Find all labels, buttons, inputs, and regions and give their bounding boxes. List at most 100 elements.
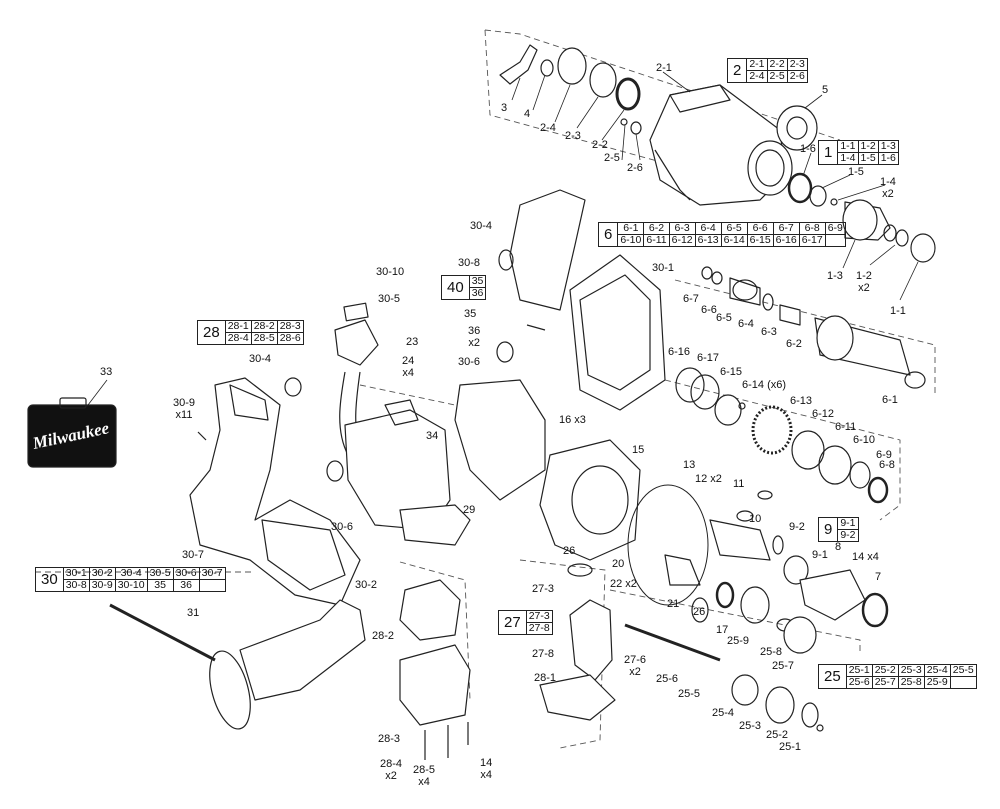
part-callout-label: 6-7 (683, 293, 699, 305)
part-callout-label: 30-2 (355, 579, 377, 591)
part-callout-line: 6-11 (835, 421, 857, 433)
part-callout-line: 6-4 (738, 318, 754, 330)
part-callout-line: 33 (100, 366, 113, 378)
part-callout-label: 15 (632, 444, 644, 456)
part-callout-label: 1-6 (800, 143, 816, 155)
group-part-number: 6-8 (798, 222, 826, 235)
part-callout-label: 31 (187, 607, 199, 619)
group-number: 28 (197, 320, 226, 345)
part-callout-label: 5 (822, 84, 828, 96)
group-part-number: 6-5 (720, 222, 748, 235)
group-number: 9 (817, 517, 839, 542)
part-callout-label: 16 x3 (559, 414, 586, 426)
part-callout-line: 14 (480, 757, 493, 769)
part-callout-line: 1-4 (880, 176, 896, 188)
group-part-number: 6-6 (746, 222, 774, 235)
part-callout-line: 6-14 (x6) (742, 379, 787, 391)
part-callout-label: 25-4 (712, 707, 734, 719)
group-part-number: 6-15 (746, 234, 774, 247)
group-part-number: 2-1 (746, 58, 768, 71)
part-callout-label: 25-5 (678, 688, 700, 700)
part-callout-label: 29 (463, 504, 475, 516)
part-callout-line: 25-3 (739, 720, 762, 732)
part-callout-label: 6-11 (835, 421, 856, 433)
part-callout-label: 8 (835, 541, 841, 553)
switch-electronics (334, 302, 471, 546)
group-part-number: 27-8 (525, 622, 553, 635)
group-part-number: 6-1 (617, 222, 645, 235)
part-callout-line: 23 (406, 336, 419, 348)
group-part-number: 6-3 (668, 222, 696, 235)
group-part-number (949, 676, 977, 689)
part-callout-line: 28-5 (413, 764, 436, 776)
part-callout-line: 30-2 (355, 579, 378, 591)
part-callout-line: 31 (187, 607, 200, 619)
group-part-number: 25-4 (923, 664, 951, 677)
part-callout-line: 25-6 (656, 673, 679, 685)
part-callout-line: 12 x2 (695, 473, 722, 485)
group-part-number: 28-3 (276, 320, 304, 333)
part-callout-line: 35 (464, 308, 477, 320)
rear-handle-housing (189, 377, 361, 606)
group-part-number: 25-5 (949, 664, 977, 677)
part-callout-line: 1-2 (856, 270, 872, 282)
group-part-number: 30-2 (88, 567, 116, 580)
part-callout-line: 1-3 (827, 270, 843, 282)
part-callout-line: 30-5 (378, 293, 401, 305)
group-number: 25 (818, 664, 847, 689)
part-callout-line: 6-15 (720, 366, 743, 378)
part-callout-label: 6-14 (x6) (742, 379, 786, 391)
part-callout-label: 9-2 (789, 521, 805, 533)
part-callout-line: 6-9 (876, 449, 892, 461)
group-number: 27 (498, 610, 527, 635)
part-callout-label: 34 (426, 430, 438, 442)
part-callout-label: 2-3 (565, 130, 581, 142)
side-handle (109, 599, 366, 730)
part-callout-label: 6-15 (720, 366, 742, 378)
part-callout-label: 28-2 (372, 630, 394, 642)
group-part-number: 36 (172, 579, 200, 592)
part-callout-line: 27-6 (624, 654, 647, 666)
group-part-number: 30-7 (198, 567, 226, 580)
group-part-number: 6-12 (668, 234, 696, 247)
group-part-number: 2-2 (766, 58, 788, 71)
part-callout-label: 4 (524, 108, 530, 120)
part-callout-line: x2 (629, 666, 641, 678)
part-callout-line: 29 (463, 504, 476, 516)
part-callout-line: 30-6 (458, 356, 481, 368)
part-callout-line: 14 x4 (852, 551, 879, 563)
part-callout-label: 27-8 (532, 648, 554, 660)
part-callout-line: 25-4 (712, 707, 735, 719)
part-callout-line: x4 (402, 367, 414, 379)
part-callout-line: 30-9 (173, 397, 196, 409)
part-callout-label: 30-4 (249, 353, 271, 365)
part-callout-line: x2 (468, 337, 480, 349)
group-part-number: 30-5 (146, 567, 174, 580)
chuck-assembly (787, 172, 936, 263)
part-callout-line: 6-17 (697, 352, 720, 364)
part-callout-line: 25-2 (766, 729, 789, 741)
part-callout-line: 25-7 (772, 660, 795, 672)
top-small-parts (499, 44, 818, 151)
part-callout-line: x11 (175, 409, 193, 421)
part-callout-line: 21 (667, 598, 680, 610)
group-part-number: 2-5 (766, 70, 788, 83)
group-part-number: 30-6 (172, 567, 200, 580)
part-callout-label: 25-1 (779, 741, 801, 753)
part-callout-label: 1-1 (890, 305, 906, 317)
part-callout-label: 6-5 (716, 312, 732, 324)
part-callout-line: 30-10 (376, 266, 405, 278)
part-callout-line: 2-1 (656, 62, 672, 74)
part-callout-label: 13 (683, 459, 695, 471)
part-callout-line: 6-16 (668, 346, 691, 358)
group-part-number: 6-10 (617, 234, 645, 247)
part-callout-label: 6-1 (882, 394, 898, 406)
part-callout-line: 30-6 (331, 521, 354, 533)
part-callout-line: 6-12 (812, 408, 835, 420)
part-callout-label: 2-5 (604, 152, 620, 164)
